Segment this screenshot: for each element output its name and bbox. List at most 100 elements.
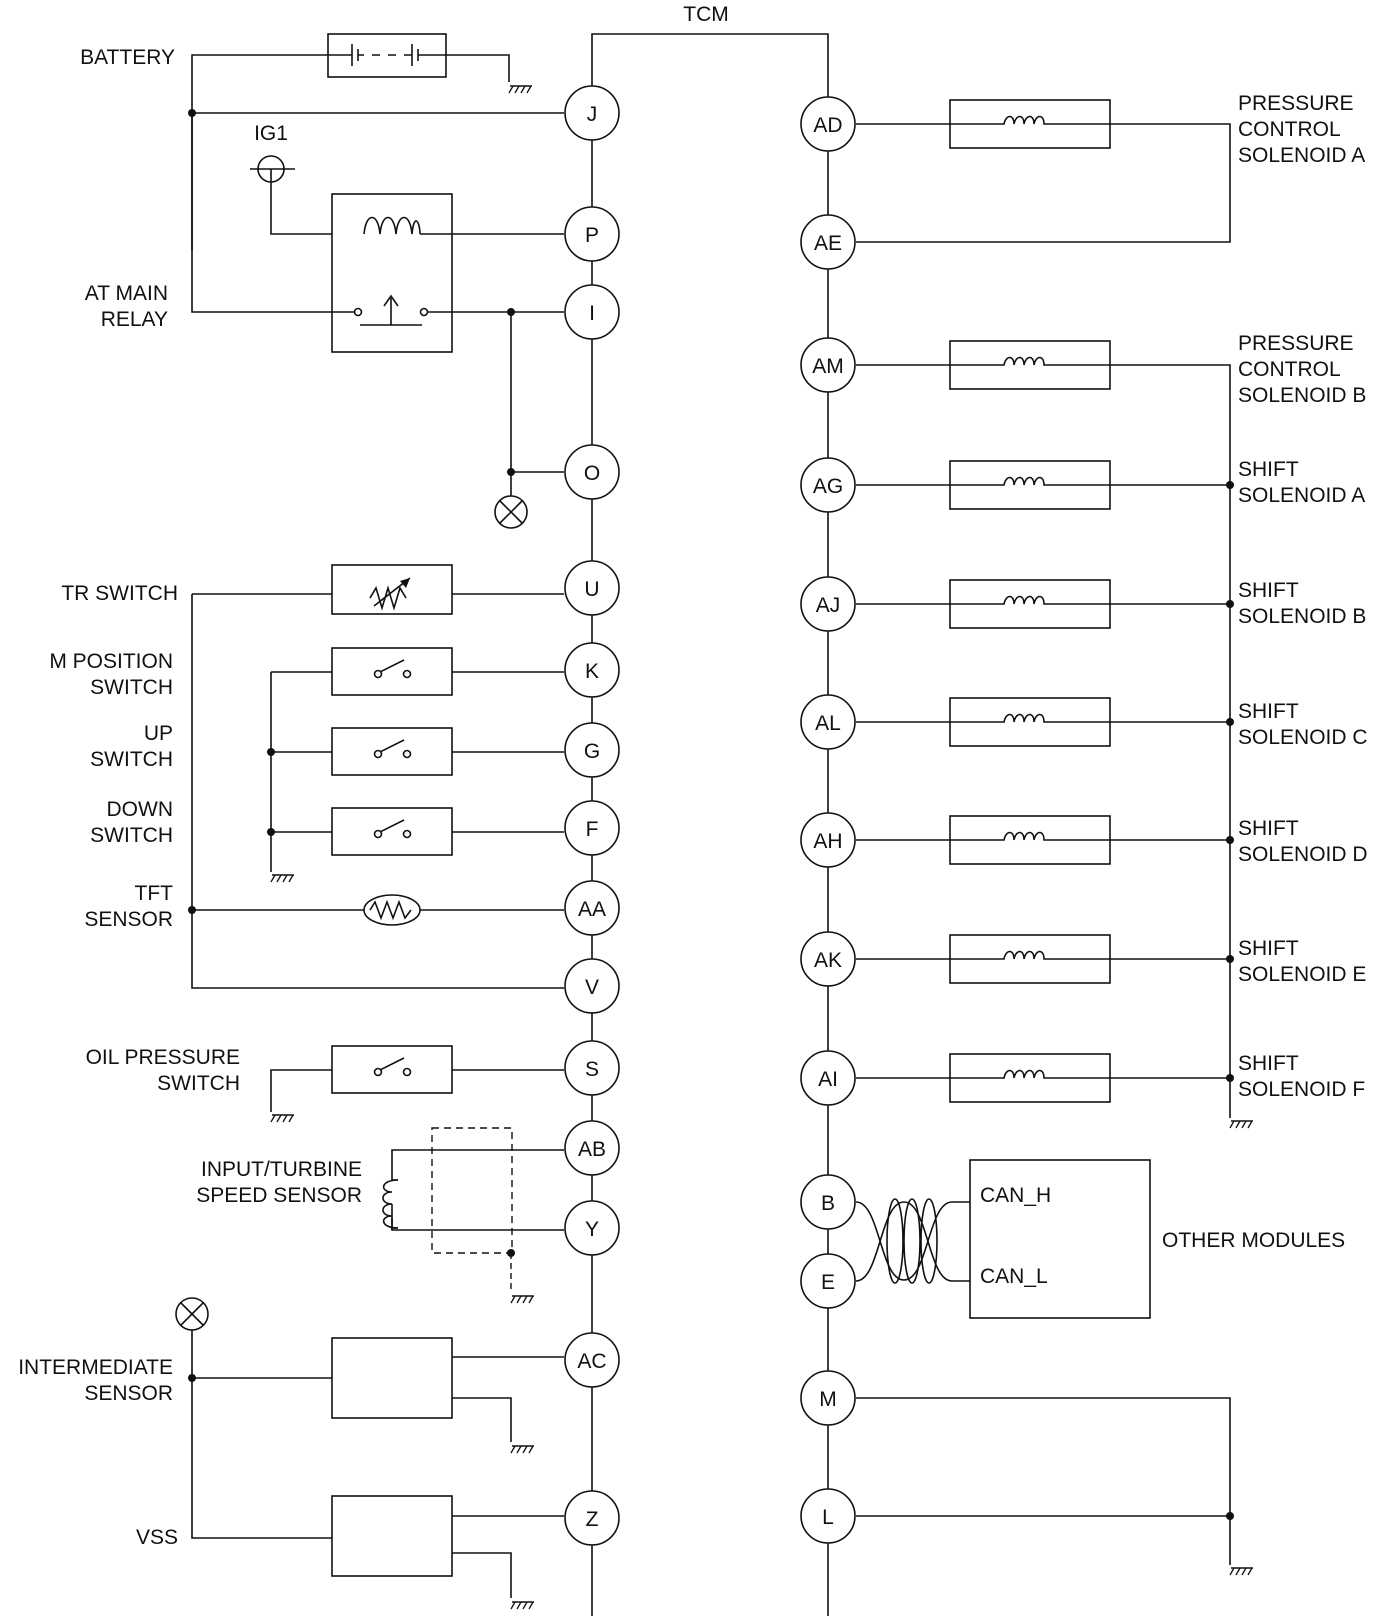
- svg-text:O: O: [584, 462, 600, 485]
- svg-text:V: V: [585, 976, 599, 999]
- pin-ae: AE: [800, 214, 856, 270]
- pcs-a-label-1: PRESSURE: [1238, 92, 1354, 115]
- turbine-sensor-label-2: SPEED SENSOR: [196, 1184, 362, 1207]
- at-main-relay-label-1: AT MAIN: [85, 282, 168, 305]
- svg-text:J: J: [587, 103, 598, 126]
- down-switch-box: [331, 807, 453, 856]
- shift-b-label-2: SOLENOID B: [1238, 605, 1366, 628]
- battery-label: BATTERY: [80, 46, 175, 69]
- pin-v: V: [564, 958, 620, 1014]
- tft-sensor-label-1: TFT: [135, 882, 174, 905]
- down-switch-label-1: DOWN: [107, 798, 174, 821]
- svg-text:Y: Y: [585, 1218, 599, 1241]
- pin-m: M: [800, 1370, 856, 1426]
- pin-z: Z: [564, 1490, 620, 1546]
- solenoid-box-shift-c: [949, 697, 1111, 747]
- pcs-a-label-2: CONTROL: [1238, 118, 1341, 141]
- svg-text:S: S: [585, 1058, 599, 1081]
- at-main-relay-box: [331, 193, 453, 353]
- pcs-b-label-3: SOLENOID B: [1238, 384, 1366, 407]
- up-switch-label-2: SWITCH: [90, 748, 173, 771]
- oil-pressure-switch-label-1: OIL PRESSURE: [86, 1046, 240, 1069]
- ig1-label: IG1: [254, 122, 288, 145]
- shift-e-label-2: SOLENOID E: [1238, 963, 1366, 986]
- shift-d-label-2: SOLENOID D: [1238, 843, 1368, 866]
- shift-a-label-2: SOLENOID A: [1238, 484, 1365, 507]
- can-twisted-pair: [855, 1198, 970, 1284]
- tr-switch-resistor: [331, 564, 453, 615]
- other-modules-box: [969, 1159, 1151, 1319]
- pcs-b-label-2: CONTROL: [1238, 358, 1341, 381]
- pcs-b-label-1: PRESSURE: [1238, 332, 1354, 355]
- up-switch-label-1: UP: [144, 722, 173, 745]
- pin-j: J: [564, 85, 620, 141]
- can-h-label: CAN_H: [980, 1184, 1051, 1207]
- tcm-block: TCM: [591, 3, 829, 1616]
- pin-aj: AJ: [800, 576, 856, 632]
- svg-text:Z: Z: [586, 1508, 599, 1531]
- m-position-switch-label-2: SWITCH: [90, 676, 173, 699]
- pin-y: Y: [564, 1200, 620, 1256]
- down-switch-label-2: SWITCH: [90, 824, 173, 847]
- vss-label: VSS: [136, 1526, 178, 1549]
- pin-ai: AI: [800, 1050, 856, 1106]
- left-pins: J P I O U K G F AA V S AB Y AC Z: [564, 85, 620, 1546]
- right-pins: AD AE AM AG AJ AL AH AK AI B E M L: [800, 96, 856, 1544]
- shift-c-label-1: SHIFT: [1238, 700, 1299, 723]
- left-wiring: [175, 33, 564, 1610]
- svg-text:AB: AB: [578, 1138, 606, 1161]
- pin-ah: AH: [800, 812, 856, 868]
- tr-switch-label: TR SWITCH: [61, 582, 178, 605]
- pin-ac: AC: [564, 1332, 620, 1388]
- pin-e: E: [800, 1253, 856, 1309]
- pin-am: AM: [800, 337, 856, 393]
- pin-s: S: [564, 1040, 620, 1096]
- shift-b-label-1: SHIFT: [1238, 579, 1299, 602]
- svg-text:AG: AG: [813, 475, 843, 498]
- tft-thermistor: [363, 894, 421, 926]
- oil-pressure-switch-box: [331, 1045, 453, 1094]
- svg-text:AL: AL: [815, 712, 841, 735]
- intermediate-sensor-label-1: INTERMEDIATE: [18, 1356, 173, 1379]
- turbine-sensor-label-1: INPUT/TURBINE: [201, 1158, 362, 1181]
- svg-text:F: F: [586, 818, 599, 841]
- pin-aa: AA: [564, 880, 620, 936]
- relay-coil: [363, 216, 421, 235]
- pin-f: F: [564, 800, 620, 856]
- pcs-a-label-3: SOLENOID A: [1238, 144, 1365, 167]
- up-switch-box: [331, 727, 453, 776]
- svg-text:B: B: [821, 1192, 835, 1215]
- indicator-lamp-speed: [175, 1297, 209, 1331]
- svg-text:M: M: [819, 1388, 837, 1411]
- shift-c-label-2: SOLENOID C: [1238, 726, 1368, 749]
- svg-text:K: K: [585, 660, 599, 683]
- pin-g: G: [564, 722, 620, 778]
- m-position-switch-label-1: M POSITION: [49, 650, 173, 673]
- oil-pressure-switch-label-2: SWITCH: [157, 1072, 240, 1095]
- solenoid-box-shift-d: [949, 815, 1111, 865]
- pin-al: AL: [800, 694, 856, 750]
- tcm-label: TCM: [683, 3, 729, 26]
- pin-k: K: [564, 642, 620, 698]
- svg-text:AH: AH: [813, 830, 842, 853]
- shift-f-label-2: SOLENOID F: [1238, 1078, 1365, 1101]
- shift-f-label-1: SHIFT: [1238, 1052, 1299, 1075]
- m-position-switch-box: [331, 647, 453, 696]
- pin-l: L: [800, 1488, 856, 1544]
- pin-i: I: [564, 284, 620, 340]
- svg-text:AE: AE: [814, 232, 842, 255]
- svg-text:AA: AA: [578, 898, 606, 921]
- turbine-sensor-coil: [382, 1179, 399, 1229]
- svg-text:AK: AK: [814, 949, 842, 972]
- svg-text:AC: AC: [577, 1350, 606, 1373]
- indicator-lamp-o: [494, 495, 528, 529]
- svg-text:E: E: [821, 1271, 835, 1294]
- pin-u: U: [564, 560, 620, 616]
- other-modules-label: OTHER MODULES: [1162, 1229, 1345, 1252]
- svg-text:G: G: [584, 740, 600, 763]
- solenoid-box-pcs-a: [949, 99, 1111, 149]
- svg-text:AM: AM: [812, 355, 844, 378]
- right-labels: PRESSURE CONTROL SOLENOID A PRESSURE CON…: [980, 92, 1368, 1288]
- tft-sensor-label-2: SENSOR: [84, 908, 173, 931]
